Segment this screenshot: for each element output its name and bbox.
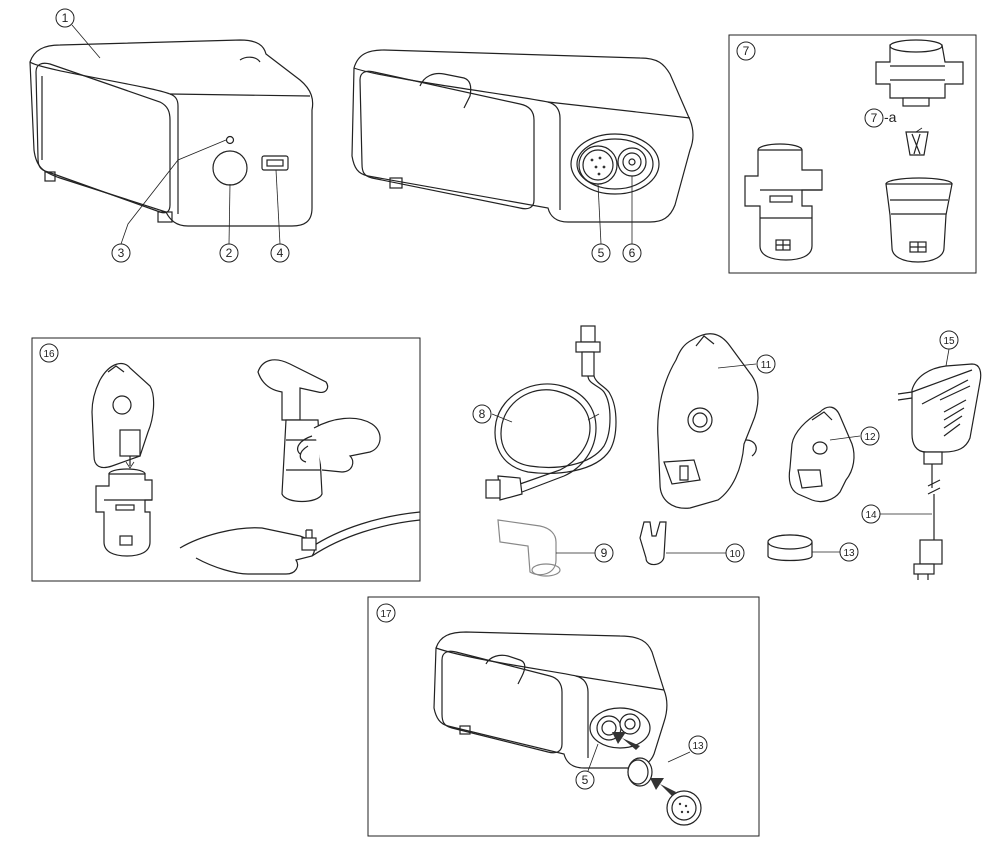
- svg-text:7: 7: [743, 44, 750, 58]
- compressor-filter-replacement: [433, 631, 702, 826]
- insert-arrow-2: [650, 778, 676, 796]
- usage-illustration: [91, 359, 421, 575]
- svg-text:2: 2: [226, 246, 233, 260]
- callout-15: 15: [939, 330, 959, 350]
- filter-pad: [767, 534, 813, 562]
- callout-9: 9: [594, 543, 614, 563]
- svg-text:14: 14: [865, 510, 877, 521]
- callout-7: 7: [736, 41, 756, 61]
- callout-5: 5: [591, 243, 611, 263]
- svg-text:13: 13: [692, 741, 704, 752]
- svg-text:4: 4: [277, 246, 284, 260]
- callout-1: 1: [55, 8, 75, 28]
- compressor-rear-view: [351, 49, 694, 223]
- insert-arrow-1: [612, 732, 640, 750]
- callout-8: 8: [472, 404, 492, 424]
- callout-4: 4: [270, 243, 290, 263]
- power-adapter: [897, 363, 982, 580]
- svg-text:-a: -a: [884, 109, 897, 125]
- svg-text:15: 15: [943, 336, 955, 347]
- callout-12: 12: [860, 426, 880, 446]
- callout-3: 3: [111, 243, 131, 263]
- usage-box: [31, 337, 421, 582]
- callout-2: 2: [219, 243, 239, 263]
- svg-text:5: 5: [598, 246, 605, 260]
- mouthpiece: [497, 519, 561, 577]
- compressor-front-view: [29, 39, 314, 227]
- callout-14: 14: [861, 504, 881, 524]
- svg-text:9: 9: [601, 546, 608, 560]
- callout-17-5: 5: [575, 770, 595, 790]
- svg-text:8: 8: [479, 407, 486, 421]
- callout-13: 13: [839, 542, 859, 562]
- callout-17: 17: [376, 603, 396, 623]
- svg-text:13: 13: [843, 548, 855, 559]
- callout-16: 16: [39, 343, 59, 363]
- svg-text:12: 12: [864, 432, 876, 443]
- svg-text:16: 16: [43, 349, 55, 360]
- filter-replacement-box: [367, 596, 760, 837]
- svg-text:6: 6: [629, 246, 636, 260]
- nebulizer-kit-box: [728, 34, 977, 274]
- callout-7a: 7 -a: [864, 108, 897, 128]
- adult-mask: [657, 333, 759, 509]
- callout-10: 10: [725, 543, 745, 563]
- svg-text:11: 11: [761, 360, 772, 371]
- child-mask: [788, 406, 855, 503]
- svg-text:5: 5: [582, 773, 589, 787]
- svg-text:7: 7: [871, 111, 878, 125]
- nose-piece: [639, 521, 667, 566]
- svg-text:3: 3: [118, 246, 125, 260]
- callout-11: 11: [756, 354, 776, 374]
- svg-text:17: 17: [380, 609, 392, 620]
- svg-text:1: 1: [62, 11, 69, 25]
- air-tube: [485, 325, 617, 501]
- callout-17-13: 13: [688, 735, 708, 755]
- svg-text:10: 10: [729, 549, 741, 560]
- nebulizer-kit-cup: [744, 39, 964, 263]
- callout-6: 6: [622, 243, 642, 263]
- leader-lines: [71, 24, 950, 772]
